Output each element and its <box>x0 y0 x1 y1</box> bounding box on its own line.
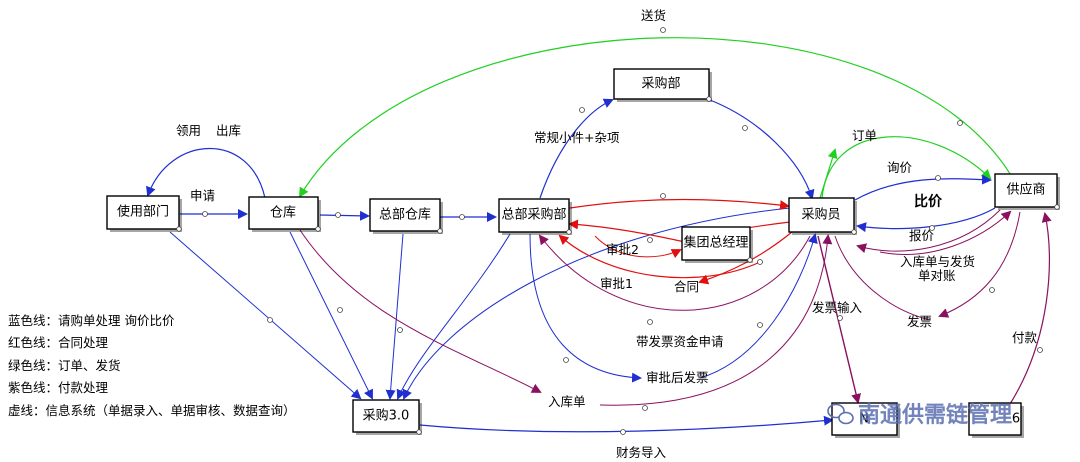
node-label: 集团总经理 <box>683 235 748 251</box>
edge-statement <box>879 210 1012 255</box>
node-label: 供应商 <box>1006 182 1045 198</box>
node-hq-purchasing[interactable]: 总部采购部 <box>498 198 572 235</box>
watermark-text: 南通供需链管理 <box>858 402 1012 428</box>
label-delivery: 送货 <box>641 8 666 23</box>
edge-finance-import <box>419 415 834 433</box>
edge-inquiry <box>854 174 992 201</box>
label-quote: 报价 <box>909 228 935 243</box>
edge-hq-p30 <box>396 233 511 400</box>
label-order: 订单 <box>852 128 877 143</box>
watermark: 南通供需链管理 <box>827 402 1012 428</box>
edge-contract <box>698 231 793 285</box>
edge-approve2 <box>568 219 686 243</box>
node-label: 总部仓库 <box>379 207 431 223</box>
edge-user-p30 <box>169 231 362 400</box>
edge-invoice <box>938 211 1021 318</box>
label-regular-small: 常规小件+杂项 <box>534 130 619 145</box>
node-buyer[interactable]: 采购员 <box>788 197 857 235</box>
node-label: 采购员 <box>801 207 840 223</box>
node-group-gm[interactable]: 集团总经理 <box>681 226 753 263</box>
node-label: 采购3.0 <box>363 408 410 424</box>
edge-hq-purch <box>539 98 614 199</box>
node-user-dept[interactable]: 使用部门 <box>106 195 182 232</box>
edge-wh-central <box>319 210 370 221</box>
label-approve1: 审批1 <box>600 276 633 291</box>
edge-use-outbound <box>146 148 266 199</box>
edge-handles <box>202 27 1043 435</box>
legend-item-green: 绿色线：订单、发货 <box>8 358 121 373</box>
edge-hq-buyer-red <box>569 198 790 211</box>
node-supplier[interactable]: 供应商 <box>994 173 1060 210</box>
wechat-icon <box>827 403 854 425</box>
edge-approve1 <box>558 234 761 279</box>
legend-item-purple: 紫色线：付款处理 <box>8 380 109 395</box>
label-invoice: 发票 <box>907 314 932 329</box>
edge-wh-p30 <box>289 231 373 400</box>
node-label: 使用部门 <box>117 204 169 220</box>
label-compare: 比价 <box>914 193 943 210</box>
label-invoice-fund-request: 带发票资金申请 <box>636 334 724 349</box>
edge-central-p30 <box>385 233 404 400</box>
node-purchase30[interactable]: 采购3.0 <box>352 399 422 435</box>
edge-buyer-hq-purple <box>538 234 811 311</box>
label-post-approval-invoice: 审批后发票 <box>646 370 709 385</box>
edge-supplier-inbound <box>856 209 1001 254</box>
node-central-warehouse[interactable]: 总部仓库 <box>369 198 443 234</box>
edge-post-approval-buyer <box>699 233 818 379</box>
edge-payment <box>1009 212 1052 405</box>
label-contract: 合同 <box>674 279 699 294</box>
label-inbound-note: 入库单 <box>548 394 586 409</box>
node-label: 总部采购部 <box>501 207 566 223</box>
label-invoice-input: 发票输入 <box>812 300 863 315</box>
label-finance-import: 财务导入 <box>616 445 667 460</box>
legend: 蓝色线：请购单处理 询价比价 红色线：合同处理 绿色线：订单、发货 紫色线：付款… <box>8 313 296 418</box>
label-inbound-delivery: 入库单与发货 <box>900 254 975 269</box>
node-label: 仓库 <box>270 205 296 221</box>
edge-approve-loop <box>594 235 682 259</box>
label-payment: 付款 <box>1012 330 1038 345</box>
edge-hq-post-approval <box>529 233 642 383</box>
edge-order-green <box>821 136 992 199</box>
legend-item-dashed: 虚线：信息系统（单据录入、单据审核、数据查询） <box>8 403 296 418</box>
edge-order-up <box>819 148 838 199</box>
node-label: N <box>859 412 869 427</box>
label-approve2: 审批2 <box>606 242 639 257</box>
label-outbound: 出库 <box>216 123 241 138</box>
edge-inbound-buyer <box>599 234 833 406</box>
node-purchasing-dept[interactable]: 采购部 <box>613 68 712 102</box>
label-statement: 单对账 <box>918 268 956 283</box>
edge-buyer-p30 <box>402 207 791 400</box>
label-use: 领用 <box>176 123 201 138</box>
edge-wh-inbound <box>299 229 542 393</box>
edge-purch-buyer <box>709 99 815 200</box>
label-inquiry: 询价 <box>887 160 913 175</box>
edge-buyer-invoice <box>834 235 931 321</box>
node-warehouse[interactable]: 仓库 <box>248 196 321 232</box>
node-label: 采购部 <box>641 76 680 92</box>
legend-item-red: 红色线：合同处理 <box>8 335 109 350</box>
edge-delivery <box>298 37 1016 198</box>
label-apply: 申请 <box>190 188 215 203</box>
node-label: 6 <box>1012 412 1020 427</box>
edge-quote <box>856 207 996 233</box>
node-u8[interactable]: 6 <box>968 402 1024 438</box>
legend-item-blue: 蓝色线：请购单处理 询价比价 <box>8 313 175 328</box>
